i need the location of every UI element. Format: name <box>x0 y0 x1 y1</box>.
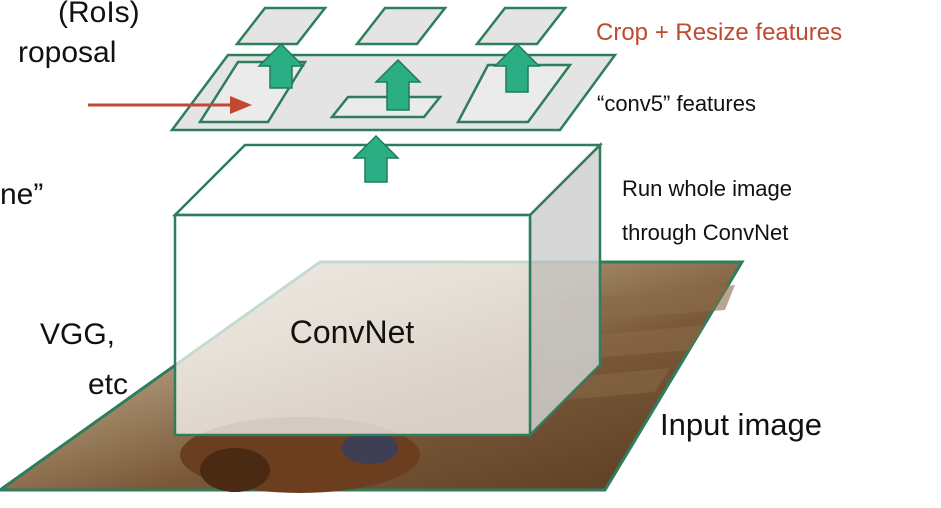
left-cutoff-text: (RoIs) roposal ne” VGG, etc <box>0 0 140 401</box>
roi-box-2 <box>329 95 443 119</box>
cropped-feature-tiles <box>234 6 568 46</box>
up-arrow-roi-2 <box>374 58 422 111</box>
left-fragment-4: VGG, <box>40 318 115 351</box>
crop-resize-label: Crop + Resize features <box>596 19 842 46</box>
up-arrows <box>257 42 541 183</box>
crop-tile-1 <box>234 6 328 46</box>
left-fragment-2: roposal <box>18 36 116 69</box>
crop-tile-3 <box>474 6 568 46</box>
convnet-block: ConvNet <box>171 141 604 439</box>
up-arrow-roi-1 <box>257 42 305 89</box>
cube-front-face <box>173 213 532 437</box>
run-whole-image-label-line1: Run whole image <box>622 176 792 201</box>
up-arrow-roi-3 <box>493 42 541 93</box>
left-fragment-1: (RoIs) <box>58 0 140 29</box>
proposal-arrow <box>88 96 252 114</box>
run-whole-image-label-line2: through ConvNet <box>622 220 788 245</box>
left-fragment-3: ne” <box>0 178 43 211</box>
convnet-label: ConvNet <box>290 314 415 350</box>
fence-rails <box>560 285 735 322</box>
up-arrow-convnet <box>352 134 400 183</box>
conv5-label: “conv5” features <box>597 91 756 116</box>
input-image-label: Input image <box>660 407 822 442</box>
crop-tile-2 <box>354 6 448 46</box>
left-fragment-5: etc <box>88 368 128 401</box>
roi-box-3 <box>455 63 573 124</box>
